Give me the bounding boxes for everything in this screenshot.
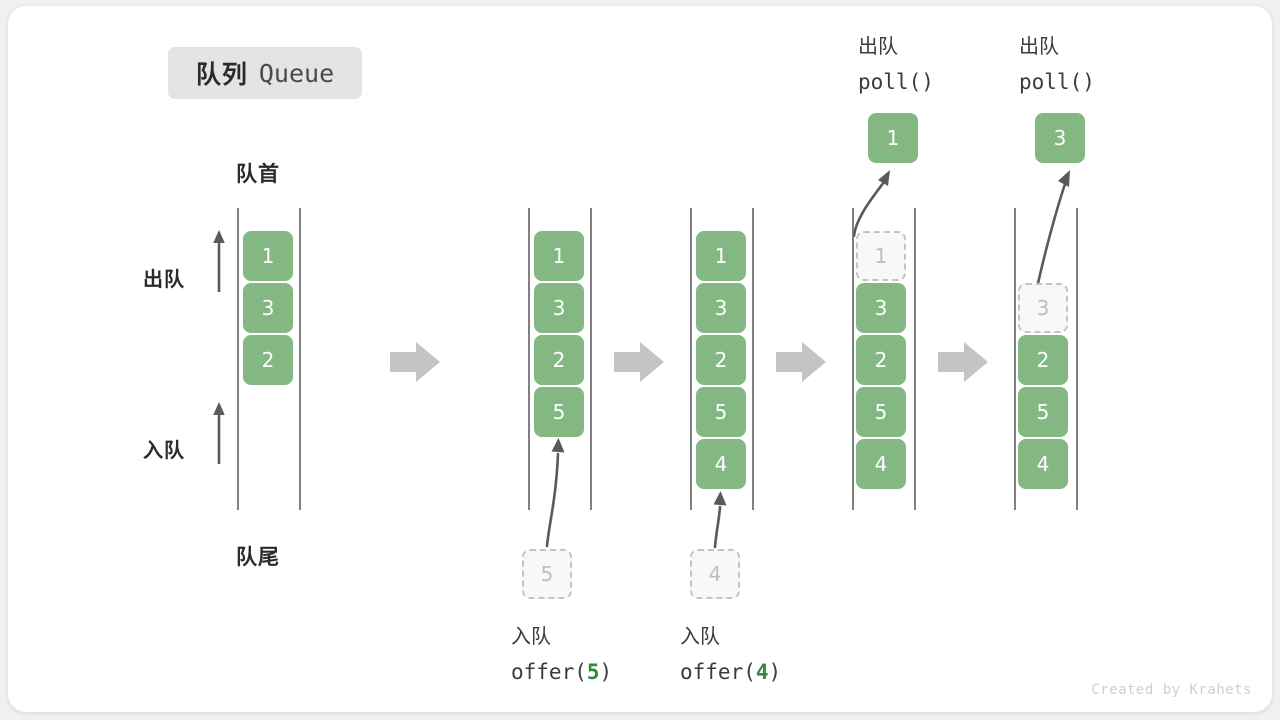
stage-0-rail-left — [237, 208, 239, 510]
stage-1-incoming-ghost: 5 — [522, 549, 572, 599]
stage-3-item-3: 5 — [856, 387, 906, 437]
queue-head-label: 队首 — [236, 163, 280, 186]
stage-1-code-arg: 5 — [586, 660, 600, 684]
enqueue-up-arrow-icon — [213, 402, 225, 464]
stage-2-rail-right — [752, 208, 754, 510]
title-english: Queue — [258, 58, 335, 88]
stage-3-pop-arrow-icon — [852, 170, 890, 238]
stage-0-rail-right — [299, 208, 301, 510]
stage-2-item-3: 5 — [696, 387, 746, 437]
enqueue-direction-label: 入队 — [143, 440, 185, 462]
stage-1-caption: 入队 offer(5) — [511, 620, 612, 690]
queue-tail-label: 队尾 — [236, 546, 280, 569]
stage-1-code-tail: ) — [599, 660, 613, 684]
stage-4-rail-right — [1076, 208, 1078, 510]
stage-4-caption-code: poll() — [1019, 70, 1095, 94]
stage-3-item-2: 2 — [856, 335, 906, 385]
stage-3-caption-cn: 出队 — [858, 36, 898, 58]
stage-3-caption-code: poll() — [858, 70, 934, 94]
stage-2-caption-code: offer(4) — [680, 655, 781, 690]
dequeue-direction-label: 出队 — [143, 269, 185, 291]
step-arrow-icon-4 — [938, 342, 988, 382]
stage-2-item-4: 4 — [696, 439, 746, 489]
dequeue-up-arrow-icon — [213, 230, 225, 292]
stage-2-item-1: 3 — [696, 283, 746, 333]
stage-2-code-head: offer( — [680, 660, 756, 684]
stage-1-curved-arrow-icon — [545, 438, 565, 548]
stage-3-caption: 出队 poll() — [858, 30, 934, 100]
stage-4-caption: 出队 poll() — [1019, 30, 1095, 100]
stage-1-item-3: 5 — [534, 387, 584, 437]
stage-1-item-0: 1 — [534, 231, 584, 281]
stage-3-item-4: 4 — [856, 439, 906, 489]
stage-4-item-2: 5 — [1018, 387, 1068, 437]
stage-1-code-head: offer( — [511, 660, 587, 684]
watermark: Created by Krahets — [1091, 682, 1252, 698]
stage-0-item-0: 1 — [243, 231, 293, 281]
stage-2-curved-arrow-icon — [713, 491, 727, 549]
step-arrow-icon-3 — [776, 342, 826, 382]
stage-3-item-0-ghost: 1 — [856, 231, 906, 281]
stage-1-item-2: 2 — [534, 335, 584, 385]
stage-2-item-0: 1 — [696, 231, 746, 281]
stage-0-item-2: 2 — [243, 335, 293, 385]
stage-2-item-2: 2 — [696, 335, 746, 385]
stage-3-rail-right — [914, 208, 916, 510]
stage-4-popped-item: 3 — [1035, 113, 1085, 163]
stage-4-item-0-ghost: 3 — [1018, 283, 1068, 333]
stage-3-rail-left — [852, 208, 854, 510]
stage-1-rail-right — [590, 208, 592, 510]
stage-1-caption-cn: 入队 — [511, 626, 551, 648]
stage-2-caption: 入队 offer(4) — [680, 620, 781, 690]
stage-4-pop-arrow-icon — [1035, 170, 1070, 290]
stage-2-caption-cn: 入队 — [680, 626, 720, 648]
diagram-title-badge: 队列 Queue — [168, 47, 362, 99]
stage-3-popped-item: 1 — [868, 113, 918, 163]
stage-0-item-1: 3 — [243, 283, 293, 333]
stage-4-item-1: 2 — [1018, 335, 1068, 385]
stage-1-caption-code: offer(5) — [511, 655, 612, 690]
stage-4-item-3: 4 — [1018, 439, 1068, 489]
step-arrow-icon-2 — [614, 342, 664, 382]
stage-2-incoming-ghost: 4 — [690, 549, 740, 599]
title-chinese: 队列 — [195, 61, 248, 89]
stage-2-rail-left — [690, 208, 692, 510]
stage-1-item-1: 3 — [534, 283, 584, 333]
stage-4-rail-left — [1014, 208, 1016, 510]
stage-4-caption-cn: 出队 — [1019, 36, 1059, 58]
stage-1-rail-left — [528, 208, 530, 510]
stage-2-code-arg: 4 — [755, 660, 769, 684]
stage-2-code-tail: ) — [768, 660, 782, 684]
step-arrow-icon-1 — [390, 342, 440, 382]
stage-3-item-1: 3 — [856, 283, 906, 333]
